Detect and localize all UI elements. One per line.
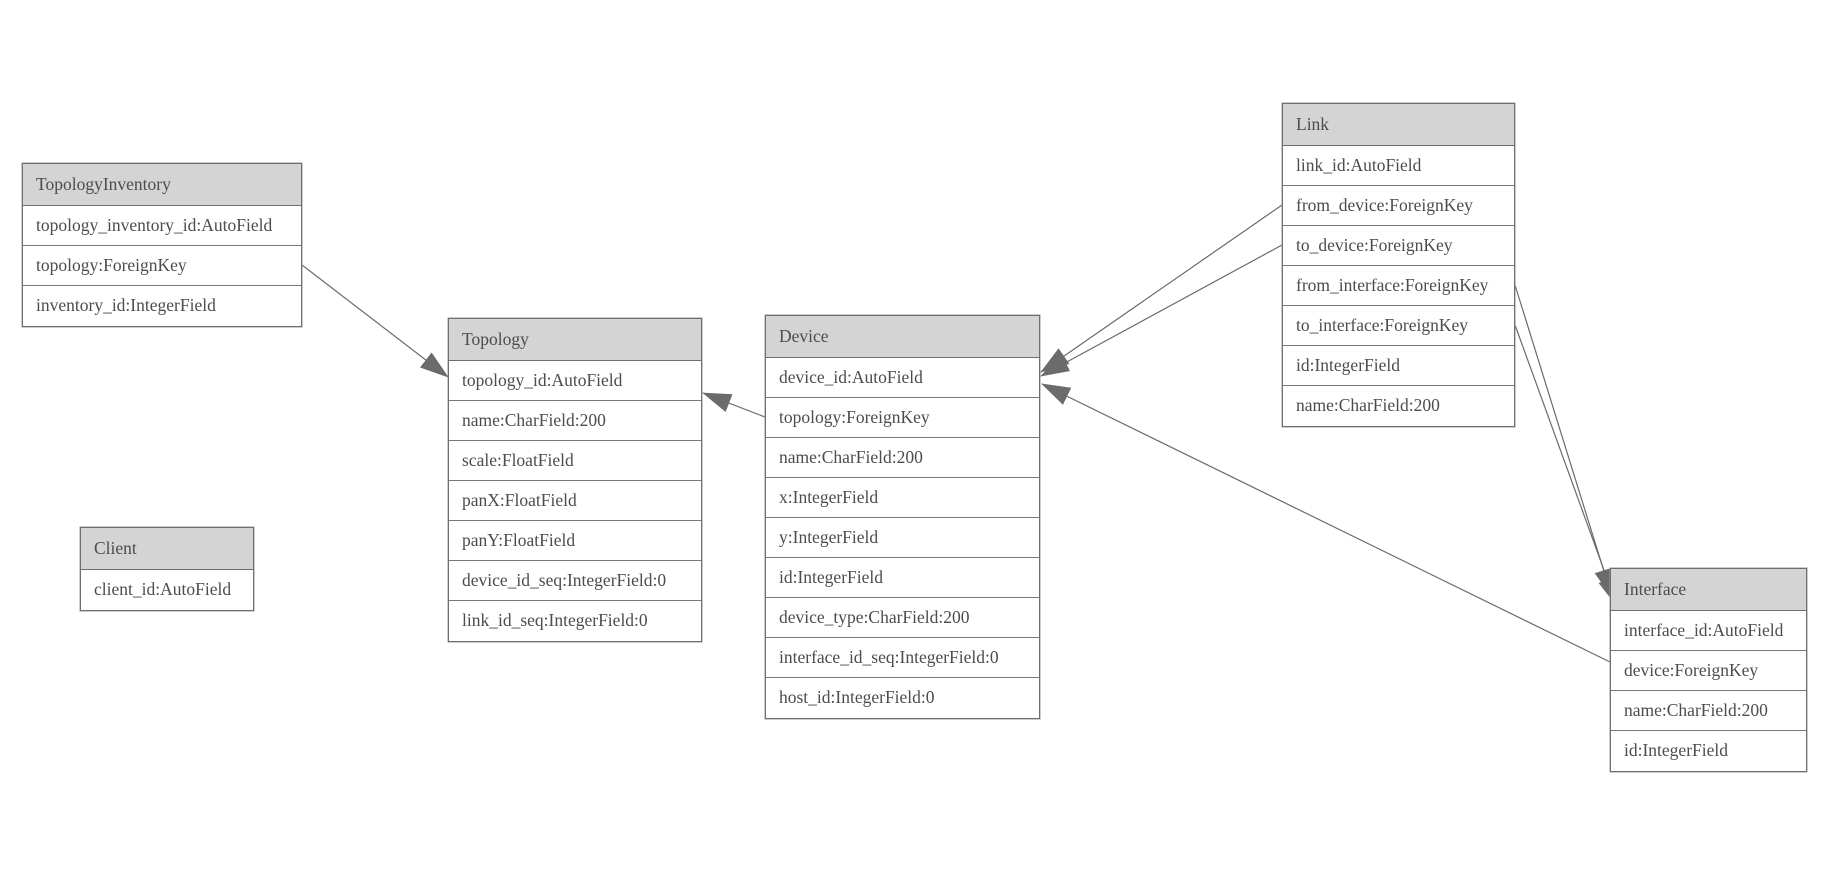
entity-field-row: link_id:AutoField xyxy=(1283,146,1514,186)
entity-field-row: interface_id_seq:IntegerField:0 xyxy=(766,638,1039,678)
entity-field-row: name:CharField:200 xyxy=(766,438,1039,478)
entity-field-row: topology_id:AutoField xyxy=(449,361,701,401)
entity-field-row: panX:FloatField xyxy=(449,481,701,521)
entity-field-row: topology:ForeignKey xyxy=(766,398,1039,438)
entity-field-row: name:CharField:200 xyxy=(1611,691,1806,731)
entity-field-row: client_id:AutoField xyxy=(81,570,253,610)
edge-link-to_interface-interface-fk xyxy=(1514,324,1618,607)
entity-field-row: id:IntegerField xyxy=(1611,731,1806,771)
entity-table-title: Device xyxy=(766,316,1039,358)
entity-table-title: Topology xyxy=(449,319,701,361)
entity-table-title: Link xyxy=(1283,104,1514,146)
entity-field-row: device:ForeignKey xyxy=(1611,651,1806,691)
entity-field-row: inventory_id:IntegerField xyxy=(23,286,301,326)
entity-field-row: device_id:AutoField xyxy=(766,358,1039,398)
edge-device-topology-fk xyxy=(702,392,766,418)
edge-link-from_device-device-fk xyxy=(1040,204,1283,373)
entity-field-row: device_type:CharField:200 xyxy=(766,598,1039,638)
edge-link-from_interface-interface-fk xyxy=(1514,284,1613,598)
entity-field-row: host_id:IntegerField:0 xyxy=(766,678,1039,718)
entity-field-row: id:IntegerField xyxy=(766,558,1039,598)
entity-field-row: scale:FloatField xyxy=(449,441,701,481)
entity-field-row: topology:ForeignKey xyxy=(23,246,301,286)
entity-field-row: id:IntegerField xyxy=(1283,346,1514,386)
entity-field-row: from_device:ForeignKey xyxy=(1283,186,1514,226)
entity-field-row: panY:FloatField xyxy=(449,521,701,561)
entity-field-row: to_device:ForeignKey xyxy=(1283,226,1514,266)
entity-field-row: topology_inventory_id:AutoField xyxy=(23,206,301,246)
entity-table-title: TopologyInventory xyxy=(23,164,301,206)
entity-table-title: Interface xyxy=(1611,569,1806,611)
entity-field-row: device_id_seq:IntegerField:0 xyxy=(449,561,701,601)
edge-link-to_device-device-fk xyxy=(1040,244,1283,377)
entity-field-row: x:IntegerField xyxy=(766,478,1039,518)
entity-field-row: to_interface:ForeignKey xyxy=(1283,306,1514,346)
entity-table-title: Client xyxy=(81,528,253,570)
entity-field-row: name:CharField:200 xyxy=(1283,386,1514,426)
edge-topologyinventory-topology-fk xyxy=(301,264,449,378)
entity-field-row: interface_id:AutoField xyxy=(1611,611,1806,651)
entity-field-row: link_id_seq:IntegerField:0 xyxy=(449,601,701,641)
entity-field-row: from_interface:ForeignKey xyxy=(1283,266,1514,306)
entity-field-row: name:CharField:200 xyxy=(449,401,701,441)
entity-field-row: y:IntegerField xyxy=(766,518,1039,558)
